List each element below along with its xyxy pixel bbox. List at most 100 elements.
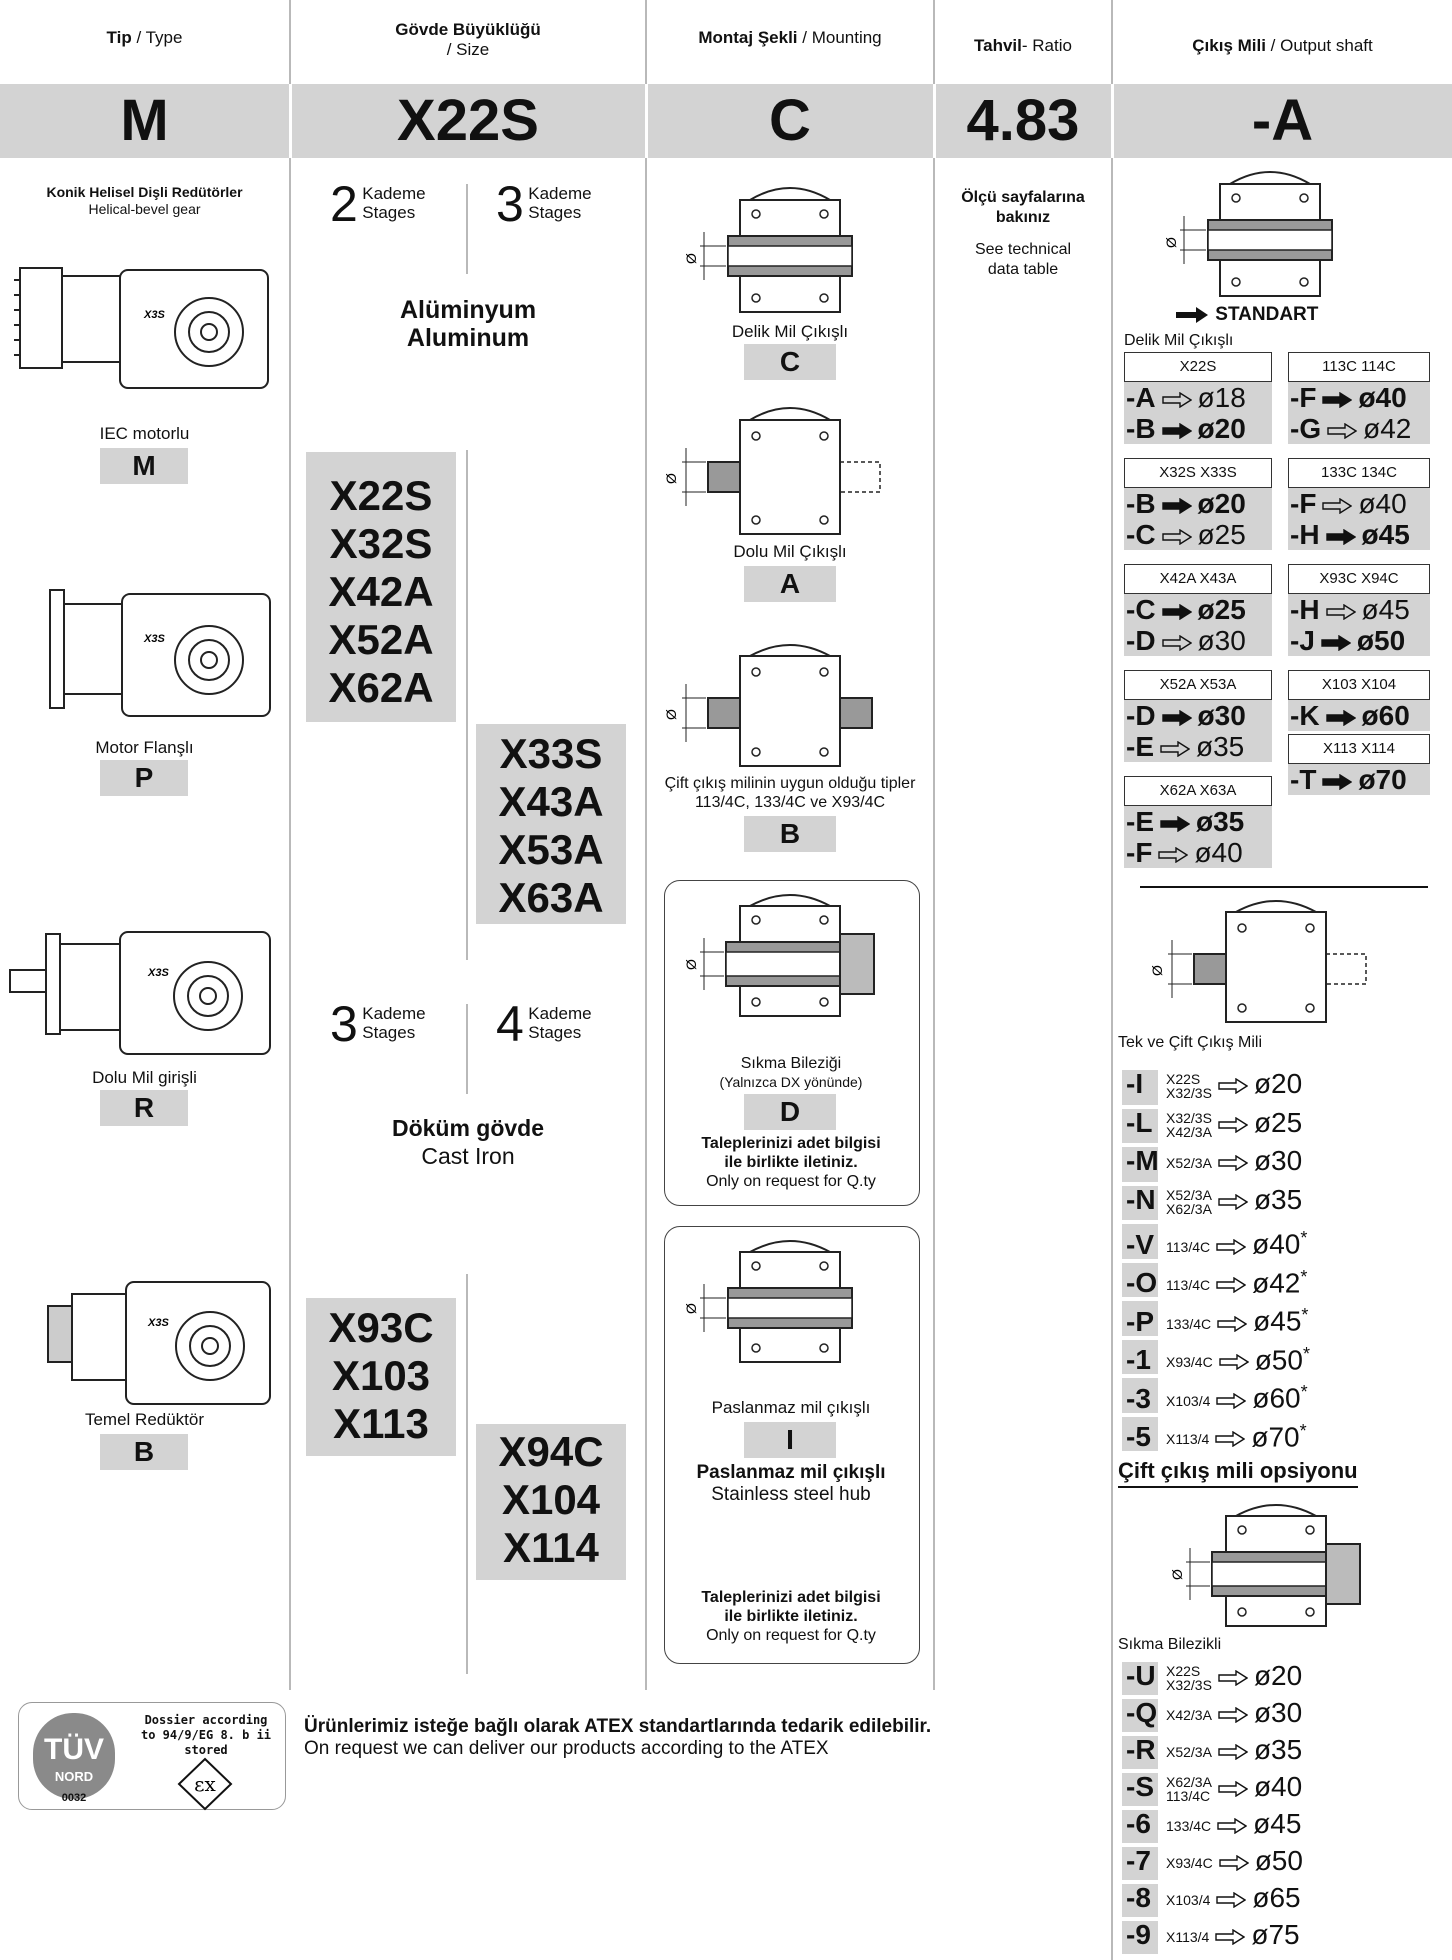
option-star: * [1299, 1420, 1307, 1441]
gear-base-reducer-image: X3S [47, 1281, 271, 1405]
arrow-right-filled-icon [1161, 603, 1192, 621]
header-type: Tip / Type [106, 28, 183, 47]
size-item: X114 [503, 1524, 599, 1571]
nord-text: NORD [55, 1769, 93, 1784]
type-code-m[interactable]: M [100, 448, 188, 484]
size-item: X52A [328, 616, 434, 663]
option-code: -9 [1126, 1919, 1151, 1950]
arrow-right-outline-icon [1218, 1706, 1249, 1724]
type-code-p[interactable]: P [100, 760, 188, 796]
option-code: -T [1290, 764, 1317, 795]
arrow-right-filled-icon [1321, 634, 1352, 652]
option-row-bg [1122, 1736, 1158, 1769]
option-row-bg [1122, 1301, 1158, 1336]
size-line: 133/4C [1166, 1315, 1212, 1332]
hollow-table-title: 113C 114C [1288, 352, 1430, 382]
type-label-iec: IEC motorlu [99, 424, 190, 443]
column-divider [1111, 0, 1113, 1960]
option-code: -3 [1126, 1382, 1151, 1414]
hollow-table-title: X103 X104 [1288, 670, 1430, 700]
code-size: X22S [397, 88, 539, 153]
size-item: X42A [328, 568, 434, 615]
code-type: M [120, 88, 169, 153]
option-code: -S [1126, 1771, 1154, 1802]
size-group-cast-4stage: X94C X104 X114 [476, 1424, 626, 1580]
size-line: X52/3A [1166, 1744, 1212, 1761]
double-output-title: Çift çıkış mili opsiyonu [1118, 1458, 1358, 1488]
mount-code-i[interactable]: I [744, 1422, 836, 1458]
option-code: -H [1290, 519, 1320, 550]
option-diameter: ø50 [1254, 1845, 1303, 1876]
option-code: -C [1126, 519, 1156, 550]
mount-code-d[interactable]: D [744, 1094, 836, 1130]
hollow-table-title: X93C X94C [1288, 564, 1430, 594]
hollow-table-body [1288, 700, 1430, 731]
option-star: * [1300, 1382, 1308, 1402]
option-diameter: ø40 [1194, 837, 1243, 868]
size-item: X104 [501, 1476, 601, 1523]
option-diameter: ø35 [1196, 806, 1245, 837]
size-line: 133/4C [1166, 1818, 1212, 1835]
hollow-table-body [1288, 594, 1430, 656]
size-line: X62/3A [1166, 1774, 1212, 1791]
mount-code-a[interactable]: A [744, 566, 836, 602]
option-row-bg [1122, 1262, 1158, 1297]
code-ratio: 4.83 [966, 88, 1080, 153]
type-code-r[interactable]: R [100, 1090, 188, 1126]
tuv-text: TÜV [44, 1733, 104, 1766]
option-code: -D [1126, 625, 1156, 656]
mount-code-b[interactable]: B [744, 816, 836, 852]
option-code: -H [1290, 594, 1320, 625]
column-divider [933, 0, 935, 1690]
option-code: -M [1126, 1145, 1159, 1176]
option-code: -N [1126, 1183, 1156, 1215]
size-item: X93C [328, 1304, 434, 1351]
size-line: X42/3A [1166, 1707, 1212, 1724]
option-diameter: ø20 [1197, 413, 1246, 444]
option-code: -Q [1126, 1697, 1158, 1728]
option-diameter: ø60 [1361, 700, 1410, 731]
size-group-3stage-al: X33S X43A X53A X63A [476, 724, 626, 924]
option-row-bg [1122, 1224, 1158, 1259]
option-diameter: ø35 [1196, 731, 1245, 762]
arrow-right-filled-icon [1322, 391, 1353, 409]
size-line: 113/4C [1166, 1238, 1211, 1255]
arrow-right-outline-icon [1218, 1193, 1249, 1210]
size-item: X62A [328, 664, 434, 711]
atex-note: Ürünlerimiz isteğe bağlı olarak ATEX sta… [304, 1716, 932, 1759]
size-line: X103/4 [1166, 1392, 1211, 1409]
arrow-right-filled-icon [1322, 773, 1353, 791]
option-diameter: ø50 [1254, 1344, 1303, 1376]
type-label-flange: Motor Flanşlı [95, 738, 194, 757]
option-diameter: ø40 [1358, 382, 1407, 413]
option-code: -U [1126, 1660, 1156, 1691]
cert-number: 0032 [62, 1792, 86, 1804]
diameter-symbol: Ø [683, 253, 699, 264]
arrow-right-outline-icon [1216, 1277, 1247, 1294]
diameter-symbol: Ø [663, 709, 679, 720]
size-item: X32S [329, 520, 433, 567]
mount-code-c[interactable]: C [744, 344, 836, 380]
option-sizes: X93/4C [1166, 1856, 1213, 1870]
type-code-b[interactable]: B [100, 1434, 188, 1470]
option-diameter: ø20 [1253, 1660, 1303, 1691]
option-diameter: ø25 [1197, 594, 1246, 625]
